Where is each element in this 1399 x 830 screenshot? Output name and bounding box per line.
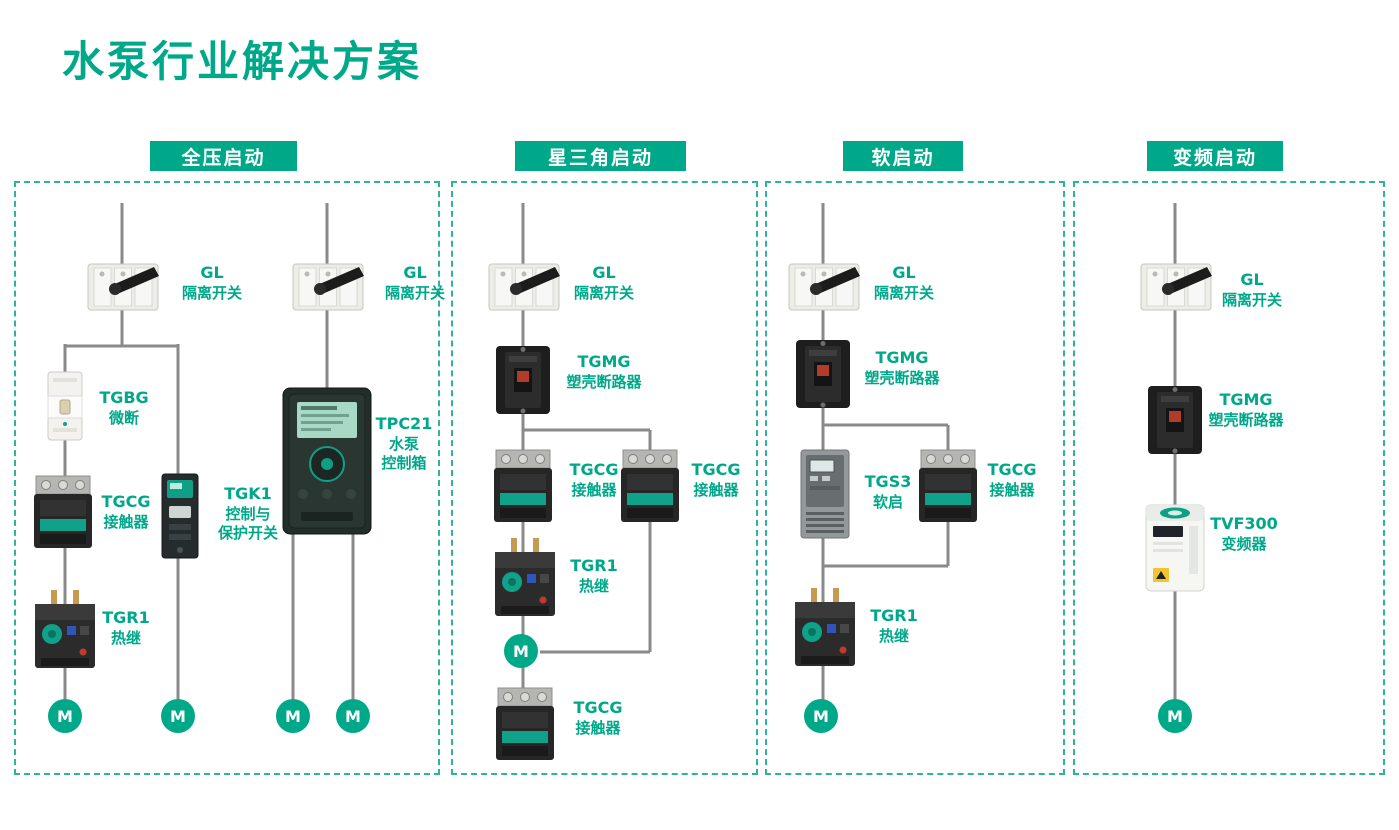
component-model: TGMG (1219, 390, 1273, 409)
component-desc: 接触器 (575, 718, 621, 737)
label-tgcg: TGCG 接触器 (539, 460, 649, 500)
component-desc: 水泵 控制箱 (381, 434, 427, 473)
label-tgr1: TGR1 热继 (839, 606, 949, 646)
component-model: TGCG (987, 460, 1037, 479)
component-desc: 隔离开关 (873, 283, 934, 302)
component-model: TGBG (99, 388, 149, 407)
label-tgs3: TGS3 软启 (833, 472, 943, 512)
label-tvf300: TVF300 变频器 (1189, 514, 1299, 554)
column-header-badge: 全压启动 (150, 141, 297, 171)
component-desc: 接触器 (103, 512, 149, 531)
motor-circle: M (276, 699, 310, 733)
column-header-badge: 星三角启动 (515, 141, 686, 171)
label-gl-isolator: GL 隔离开关 (360, 263, 470, 303)
panel-vfd-start (1073, 181, 1385, 775)
label-tgbg: TGBG 微断 (69, 388, 179, 428)
component-desc: 热继 (110, 628, 141, 647)
component-desc: 热继 (578, 576, 609, 595)
motor-circle: M (804, 699, 838, 733)
component-model: TGMG (577, 352, 631, 371)
label-tpc21: TPC21 水泵 控制箱 (349, 414, 459, 474)
component-model: TGR1 (570, 556, 618, 575)
component-model: TGCG (101, 492, 151, 511)
label-tgcg: TGCG 接触器 (957, 460, 1067, 500)
component-desc: 微断 (108, 408, 139, 427)
component-model: TGMG (875, 348, 929, 367)
component-desc: 隔离开关 (181, 283, 242, 302)
tgmg-mccb-image (492, 344, 554, 416)
gl-isolator-switch-image (289, 252, 367, 318)
component-model: TGR1 (102, 608, 150, 627)
component-model: TGR1 (870, 606, 918, 625)
component-model: TGS3 (864, 472, 912, 491)
component-model: GL (1240, 270, 1264, 289)
component-model: GL (200, 263, 224, 282)
motor-circle: M (161, 699, 195, 733)
component-desc: 塑壳断路器 (566, 372, 642, 391)
component-desc: 接触器 (693, 480, 739, 499)
component-model: GL (892, 263, 916, 282)
component-desc: 隔离开关 (573, 283, 634, 302)
component-desc: 控制与 保护开关 (217, 504, 278, 543)
component-model: TVF300 (1210, 514, 1278, 533)
label-tgr1: TGR1 热继 (71, 608, 181, 648)
component-model: TGK1 (224, 484, 272, 503)
tgmg-mccb-image (792, 338, 854, 410)
gl-isolator-switch-image (84, 252, 162, 318)
component-desc: 塑壳断路器 (864, 368, 940, 387)
component-desc: 隔离开关 (384, 283, 445, 302)
label-tgcg: TGCG 接触器 (71, 492, 181, 532)
label-tgmg: TGMG 塑壳断路器 (847, 348, 957, 388)
column-header-badge: 变频启动 (1147, 141, 1283, 171)
component-desc: 接触器 (989, 480, 1035, 499)
label-tgmg: TGMG 塑壳断路器 (1191, 390, 1301, 430)
component-model: TGCG (569, 460, 619, 479)
label-tgcg: TGCG 接触器 (661, 460, 771, 500)
component-model: GL (592, 263, 616, 282)
component-desc: 隔离开关 (1221, 290, 1282, 309)
column-header-badge: 软启动 (843, 141, 963, 171)
component-desc: 软启 (872, 492, 903, 511)
label-tgmg: TGMG 塑壳断路器 (549, 352, 659, 392)
motor-circle: M (504, 634, 538, 668)
component-desc: 热继 (878, 626, 909, 645)
motor-circle: M (1158, 699, 1192, 733)
component-desc: 变频器 (1221, 534, 1267, 553)
component-model: TPC21 (375, 414, 433, 433)
label-gl-isolator: GL 隔离开关 (157, 263, 267, 303)
component-desc: 塑壳断路器 (1208, 410, 1284, 429)
component-desc: 接触器 (571, 480, 617, 499)
label-tgr1: TGR1 热继 (539, 556, 649, 596)
page-title: 水泵行业解决方案 (62, 37, 423, 86)
label-gl-isolator: GL 隔离开关 (549, 263, 659, 303)
label-gl-isolator: GL 隔离开关 (849, 263, 959, 303)
label-gl-isolator: GL 隔离开关 (1197, 270, 1307, 310)
component-model: TGCG (691, 460, 741, 479)
component-model: GL (403, 263, 427, 282)
motor-circle: M (336, 699, 370, 733)
motor-circle: M (48, 699, 82, 733)
label-tgk1: TGK1 控制与 保护开关 (193, 484, 303, 544)
label-tgcg: TGCG 接触器 (543, 698, 653, 738)
component-model: TGCG (573, 698, 623, 717)
